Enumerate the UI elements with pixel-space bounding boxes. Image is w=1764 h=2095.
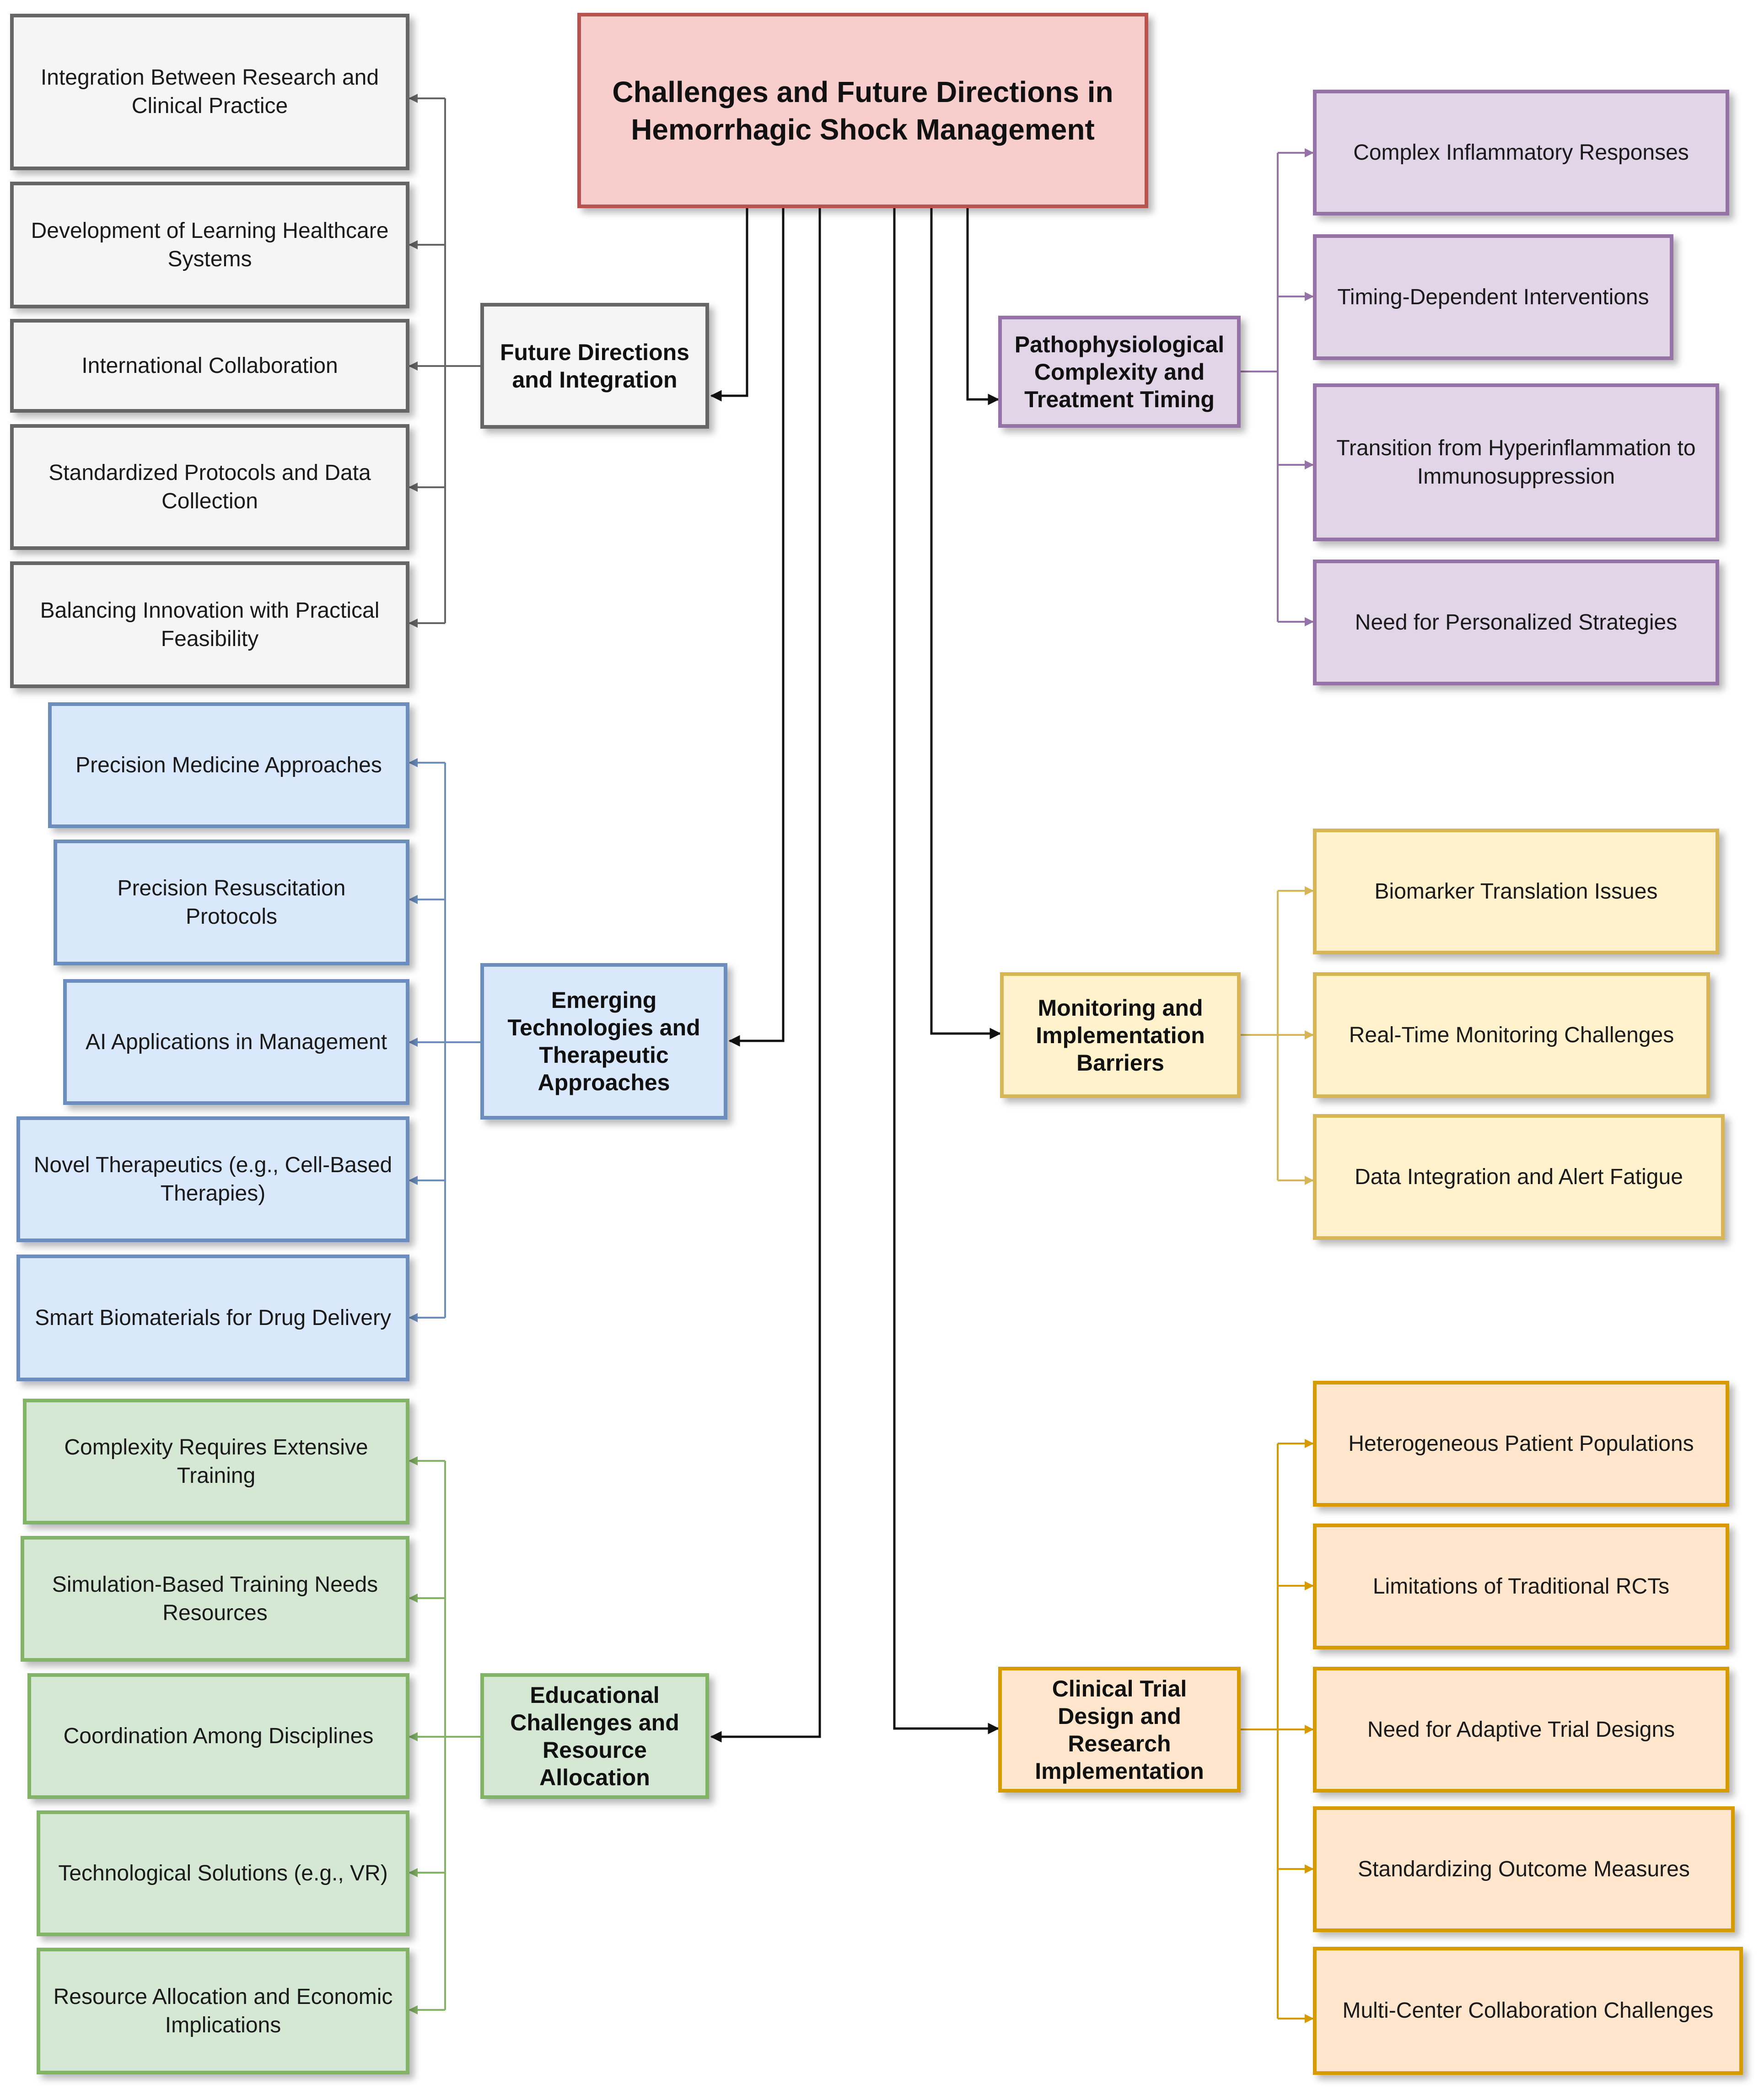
leaf-trials-4-label: Standardizing Outcome Measures — [1358, 1857, 1690, 1881]
leaf-emerging-1: Precision Medicine Approaches — [48, 702, 409, 828]
leaf-trials-1: Heterogeneous Patient Populations — [1313, 1381, 1729, 1507]
connector-root-trials — [893, 208, 1000, 1734]
leaf-future-5: Balancing Innovation with Practical Feas… — [10, 561, 409, 688]
leaf-trials-4: Standardizing Outcome Measures — [1313, 1806, 1735, 1932]
leaf-trials-2-label: Limitations of Traditional RCTs — [1372, 1574, 1670, 1599]
leaf-patho-1-label: Complex Inflammatory Responses — [1353, 140, 1689, 165]
leaf-emerging-4: Novel Therapeutics (e.g., Cell-Based The… — [16, 1116, 409, 1242]
hub-clinical-trials-title: Clinical Trial Design and Research Imple… — [1035, 1675, 1204, 1784]
hub-pathophysiological: Pathophysiological Complexity and Treatm… — [998, 316, 1241, 428]
leaf-education-2-label: Simulation-Based Training Needs Resource… — [52, 1572, 378, 1625]
connector-root-emerging — [728, 208, 785, 1047]
leaf-monitoring-2: Real-Time Monitoring Challenges — [1313, 972, 1710, 1098]
leaf-trials-1-label: Heterogeneous Patient Populations — [1348, 1431, 1694, 1456]
hub-emerging-technologies: Emerging Technologies and Therapeutic Ap… — [480, 963, 727, 1120]
connector-root-monitoring — [930, 208, 1001, 1039]
leaf-emerging-2: Precision Resuscitation Protocols — [54, 840, 409, 965]
connector-root-education — [710, 208, 821, 1743]
leaf-future-3-label: International Collaboration — [81, 353, 338, 378]
leaf-emerging-1-label: Precision Medicine Approaches — [75, 753, 382, 777]
leaf-future-1-label: Integration Between Research and Clinica… — [40, 65, 379, 118]
leaf-monitoring-3: Data Integration and Alert Fatigue — [1313, 1114, 1725, 1240]
leaf-future-3: International Collaboration — [10, 319, 409, 413]
leaf-future-1: Integration Between Research and Clinica… — [10, 14, 409, 170]
hub-future-directions-title: Future Directions and Integration — [500, 339, 689, 393]
leaf-education-4: Technological Solutions (e.g., VR) — [37, 1810, 409, 1936]
leaf-education-1: Complexity Requires Extensive Training — [23, 1399, 409, 1524]
hub-clinical-trials: Clinical Trial Design and Research Imple… — [998, 1667, 1241, 1793]
leaf-future-2-label: Development of Learning Healthcare Syste… — [31, 218, 389, 271]
leaf-patho-4-label: Need for Personalized Strategies — [1355, 610, 1678, 635]
leaf-emerging-3-label: AI Applications in Management — [85, 1029, 387, 1054]
leaf-patho-2-label: Timing-Dependent Interventions — [1337, 285, 1649, 309]
leaf-education-5-label: Resource Allocation and Economic Implica… — [53, 1984, 393, 2037]
leaf-patho-3-label: Transition from Hyperinflammation to Imm… — [1336, 436, 1696, 489]
leaf-emerging-3: AI Applications in Management — [63, 979, 409, 1105]
hub-monitoring: Monitoring and Implementation Barriers — [1000, 972, 1241, 1098]
leaf-trials-2: Limitations of Traditional RCTs — [1313, 1524, 1729, 1649]
leaf-education-1-label: Complexity Requires Extensive Training — [64, 1435, 368, 1488]
leaf-patho-2: Timing-Dependent Interventions — [1313, 234, 1673, 360]
leaf-emerging-2-label: Precision Resuscitation Protocols — [117, 876, 346, 929]
leaf-education-3-label: Coordination Among Disciplines — [63, 1723, 374, 1748]
leaf-future-4-label: Standardized Protocols and Data Collecti… — [48, 460, 371, 513]
leaf-education-2: Simulation-Based Training Needs Resource… — [21, 1536, 409, 1662]
hub-future-directions: Future Directions and Integration — [480, 303, 709, 429]
leaf-monitoring-3-label: Data Integration and Alert Fatigue — [1355, 1164, 1683, 1189]
leaf-trials-5: Multi-Center Collaboration Challenges — [1313, 1947, 1743, 2075]
leaf-emerging-5-label: Smart Biomaterials for Drug Delivery — [35, 1305, 391, 1330]
leaf-patho-1: Complex Inflammatory Responses — [1313, 90, 1729, 215]
leaf-future-4: Standardized Protocols and Data Collecti… — [10, 424, 409, 550]
hub-emerging-technologies-title: Emerging Technologies and Therapeutic Ap… — [507, 987, 700, 1095]
hub-pathophysiological-title: Pathophysiological Complexity and Treatm… — [1014, 331, 1225, 412]
root-title: Challenges and Future Directions in Hemo… — [612, 75, 1113, 146]
leaf-trials-3: Need for Adaptive Trial Designs — [1313, 1667, 1729, 1793]
leaf-education-3: Coordination Among Disciplines — [27, 1673, 409, 1799]
leaf-education-4-label: Technological Solutions (e.g., VR) — [58, 1861, 388, 1885]
root-node: Challenges and Future Directions in Hemo… — [577, 13, 1148, 208]
leaf-monitoring-1-label: Biomarker Translation Issues — [1374, 879, 1658, 904]
leaf-education-5: Resource Allocation and Economic Implica… — [37, 1948, 409, 2074]
leaf-future-5-label: Balancing Innovation with Practical Feas… — [40, 598, 380, 651]
leaf-future-2: Development of Learning Healthcare Syste… — [10, 182, 409, 308]
hub-education-title: Educational Challenges and Resource Allo… — [510, 1682, 679, 1790]
leaf-trials-5-label: Multi-Center Collaboration Challenges — [1342, 1998, 1714, 2023]
hub-monitoring-title: Monitoring and Implementation Barriers — [1036, 995, 1205, 1076]
leaf-monitoring-1: Biomarker Translation Issues — [1313, 829, 1719, 954]
connector-root-patho — [966, 208, 1000, 405]
leaf-emerging-5: Smart Biomaterials for Drug Delivery — [16, 1255, 409, 1381]
hub-education: Educational Challenges and Resource Allo… — [480, 1673, 709, 1799]
leaf-monitoring-2-label: Real-Time Monitoring Challenges — [1349, 1023, 1674, 1047]
leaf-trials-3-label: Need for Adaptive Trial Designs — [1367, 1717, 1675, 1742]
connector-root-future — [710, 208, 748, 402]
leaf-patho-3: Transition from Hyperinflammation to Imm… — [1313, 383, 1719, 541]
leaf-emerging-4-label: Novel Therapeutics (e.g., Cell-Based The… — [33, 1153, 393, 1206]
leaf-patho-4: Need for Personalized Strategies — [1313, 560, 1719, 685]
